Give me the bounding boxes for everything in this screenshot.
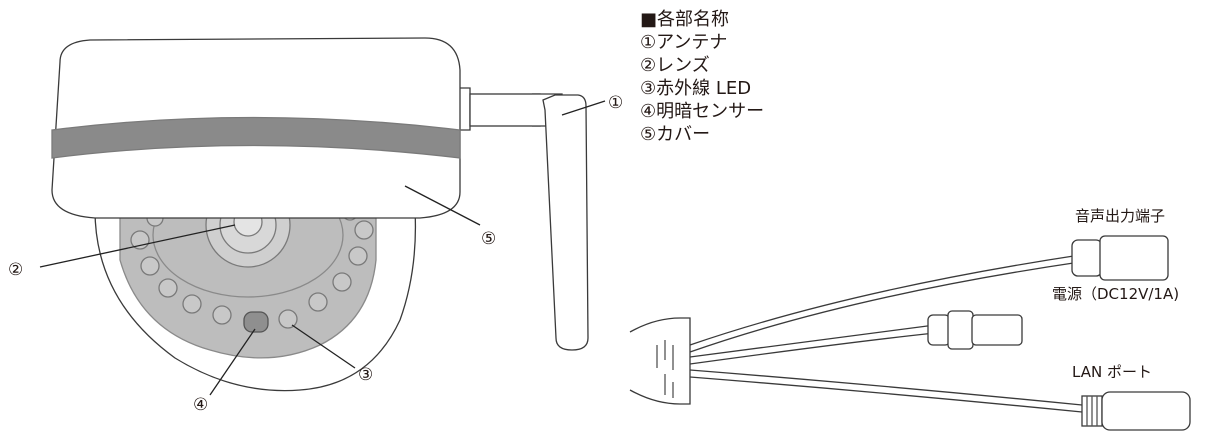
dome: [94, 172, 417, 392]
leader-lines: [39, 100, 606, 396]
legend-item: ⑤カバー: [640, 124, 711, 145]
audio-out-label: 音声出力端子: [1075, 207, 1166, 225]
legend-heading: ■各部名称: [640, 9, 730, 30]
lan-port-label: LAN ポート: [1072, 363, 1152, 381]
cable-assembly: [629, 235, 1191, 431]
cover: [51, 37, 461, 219]
antenna: [455, 87, 589, 351]
callout-ir-led: ③: [358, 365, 374, 385]
callout-antenna: ①: [608, 93, 624, 113]
callout-lens: ②: [8, 260, 24, 280]
parts-legend: ■各部名称 ①アンテナ ②レンズ ③赤外線 LED ④明暗センサー ⑤カバー: [640, 8, 764, 146]
callout-light-sensor: ④: [193, 395, 209, 415]
callout-cover: ⑤: [481, 229, 497, 249]
legend-item: ③赤外線 LED: [640, 78, 752, 99]
ir-led-ring: [130, 203, 374, 329]
light-sensor: [243, 311, 269, 333]
legend-item: ②レンズ: [640, 55, 710, 76]
power-label: 電源（DC12V/1A): [1052, 285, 1180, 303]
legend-item: ①アンテナ: [640, 32, 728, 53]
legend-item: ④明暗センサー: [640, 101, 765, 122]
